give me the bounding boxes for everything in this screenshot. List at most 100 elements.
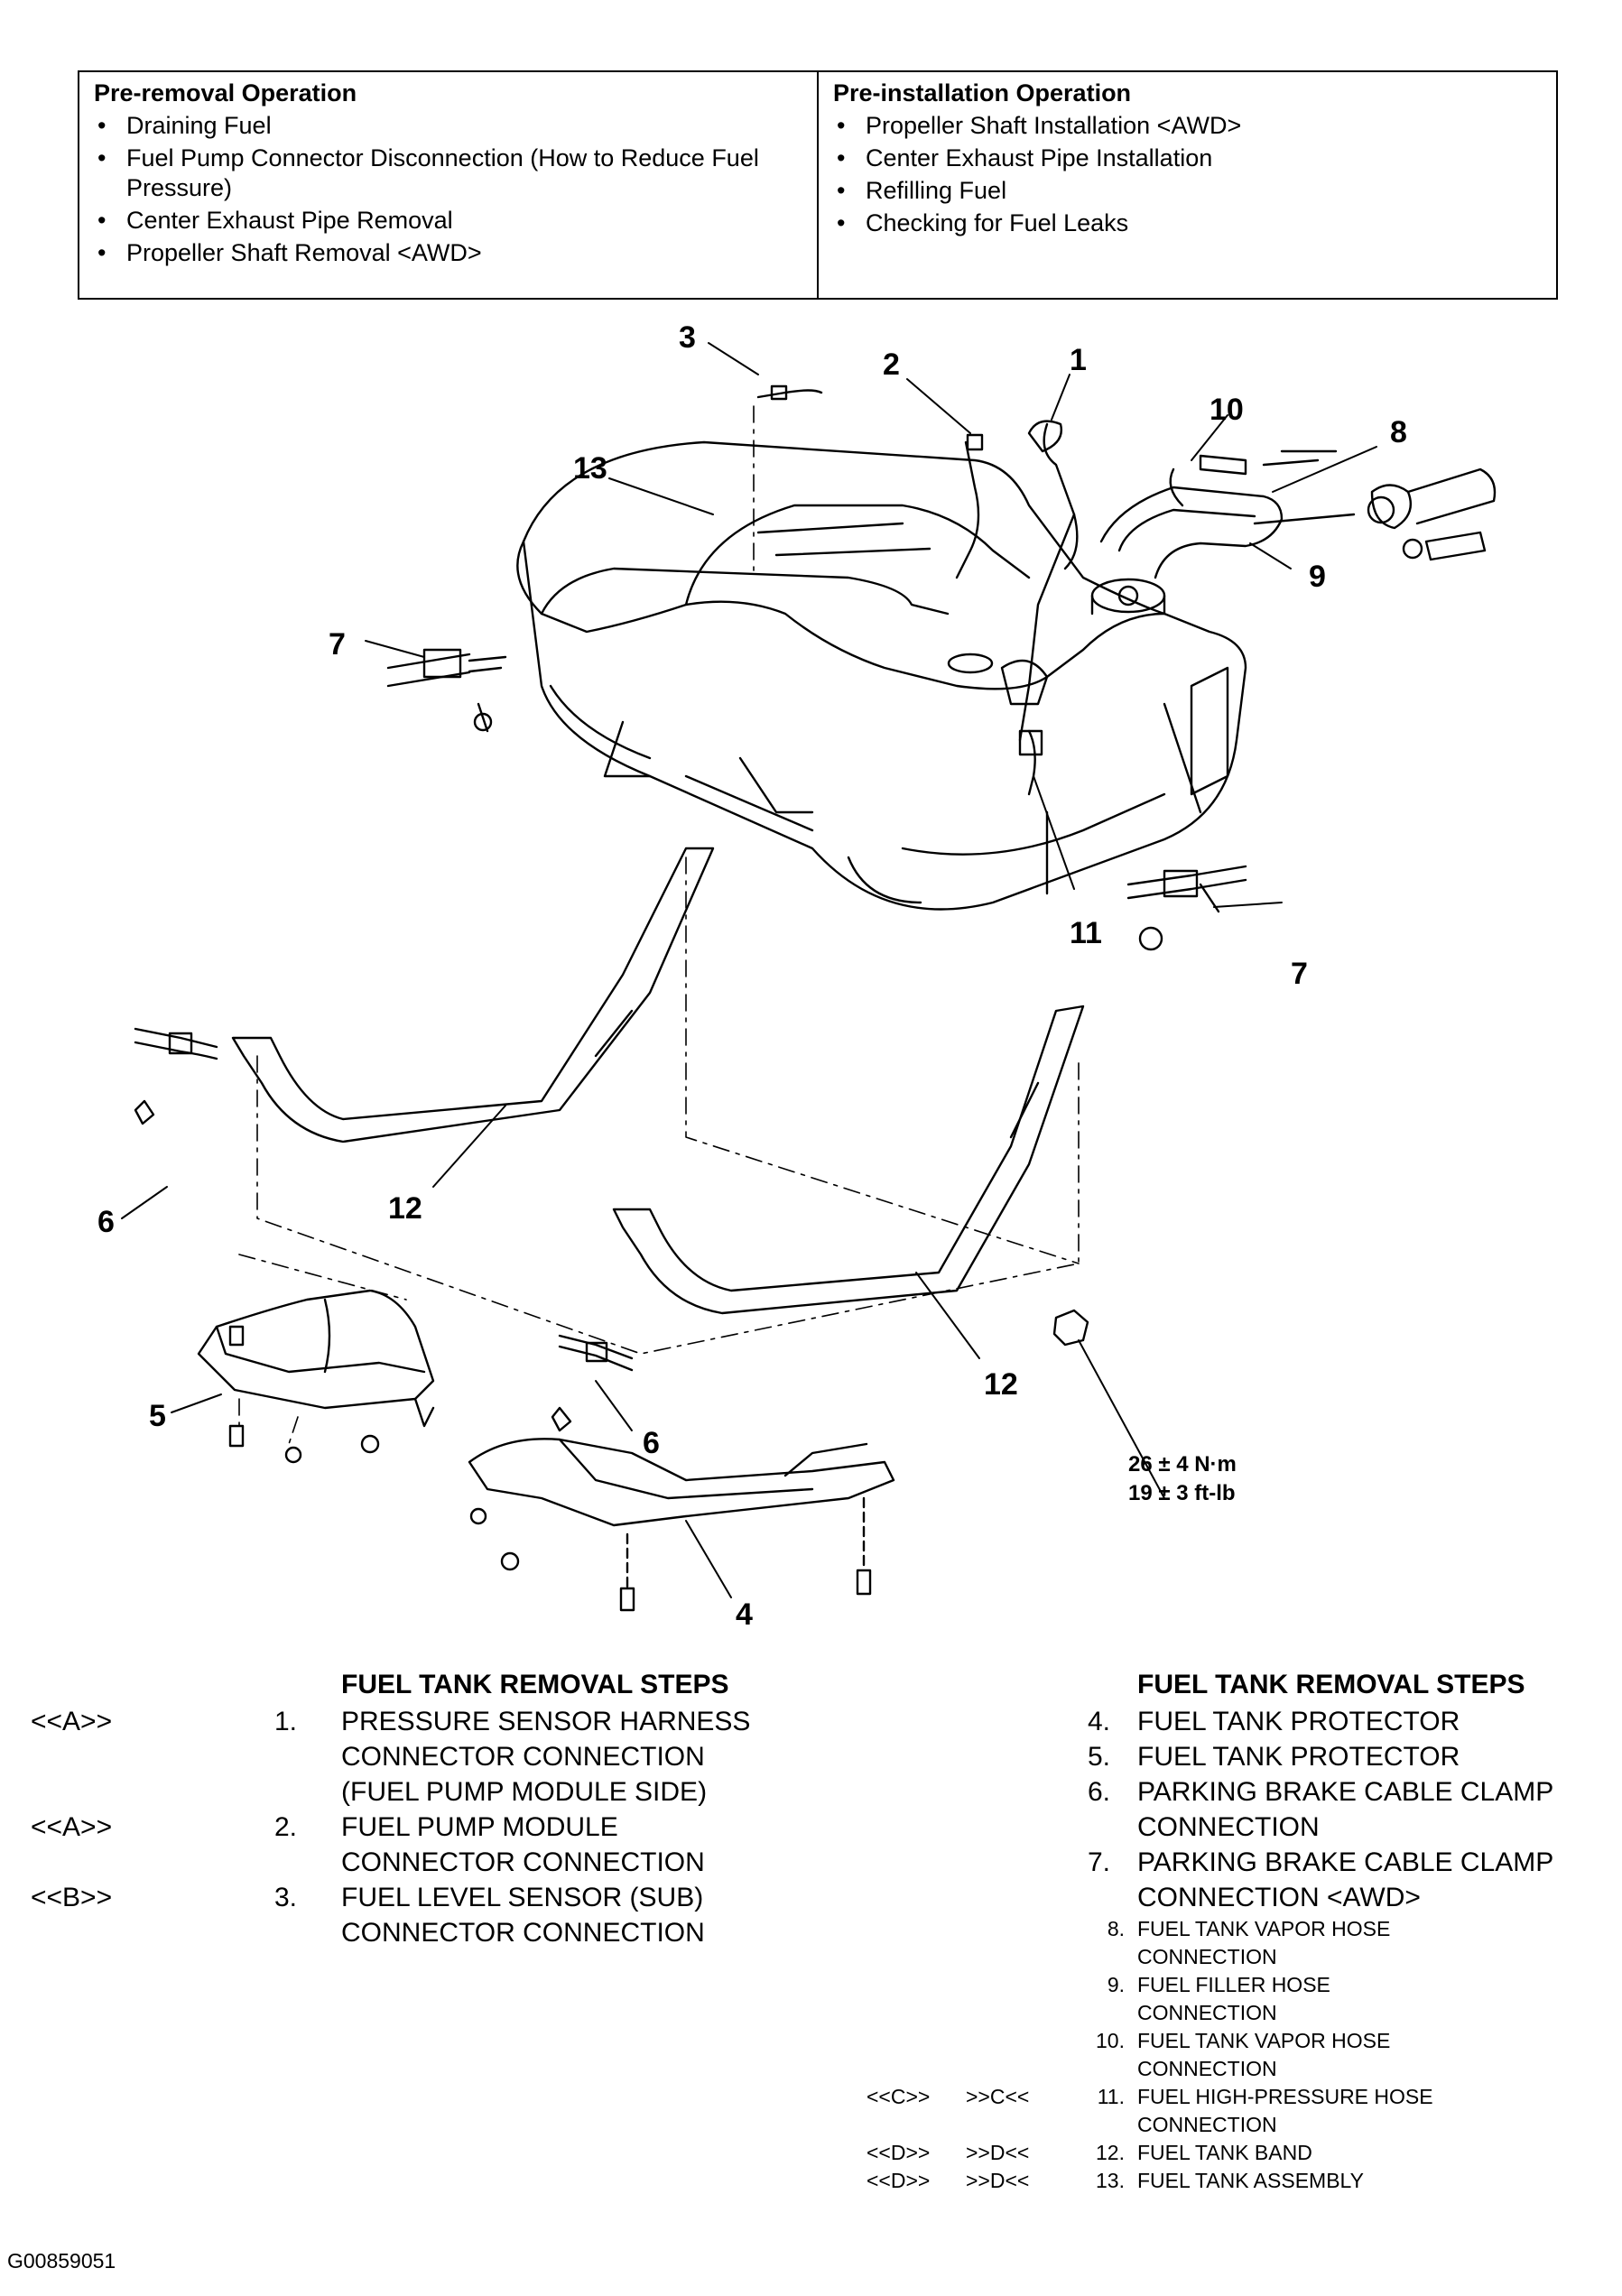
figure-id: G00859051 [7, 2249, 116, 2273]
step-service-tag: <<A>> [31, 1707, 113, 1736]
callout-10: 10 [1210, 393, 1244, 427]
filler-and-vapor-hoses [1099, 449, 1497, 579]
removal-steps-left: FUEL TANK REMOVAL STEPS <<A>> 1. PRESSUR… [31, 1670, 807, 1950]
fuel-tank-exploded-diagram: 1 2 3 4 5 6 6 7 7 8 9 10 11 12 12 13 26 … [97, 320, 1497, 1632]
callout-7a: 7 [329, 627, 346, 662]
step-text: FUEL LEVEL SENSOR (SUB) CONNECTOR CONNEC… [341, 1883, 705, 1948]
step-text: FUEL TANK VAPOR HOSE CONNECTION [1137, 2029, 1391, 2080]
callout-6a: 6 [97, 1205, 115, 1239]
callout-8: 8 [1390, 415, 1407, 449]
step-number: 7. [1087, 1847, 1110, 1877]
step-text: PRESSURE SENSOR HARNESS CONNECTOR CONNEC… [341, 1707, 751, 1807]
connectors-harness [756, 384, 1079, 796]
removal-tag [867, 1915, 966, 1971]
pre-removal-heading: Pre-removal Operation [94, 79, 357, 106]
callout-2: 2 [883, 347, 900, 382]
torque-spec-nm: 26 ± 4 N·m [1128, 1452, 1237, 1477]
step-text: FUEL TANK PROTECTOR [1137, 1707, 1460, 1736]
removal-tag: <<C>> [867, 2085, 931, 2108]
removal-tag: <<D>> [867, 2169, 931, 2192]
callout-3: 3 [679, 320, 696, 355]
step-number: 2. [274, 1812, 298, 1842]
step-row-small: <<D>> >>D<< 12. FUEL TANK BAND [867, 2139, 1607, 2167]
installation-tag: >>C<< [966, 2085, 1030, 2108]
fuel-tank-protector-5 [197, 1289, 435, 1464]
step-number: 3. [274, 1883, 298, 1912]
step-row: <<A>> 2. FUEL PUMP MODULE CONNECTOR CONN… [31, 1810, 807, 1880]
step-text: FUEL TANK VAPOR HOSE CONNECTION [1137, 1917, 1391, 1968]
step-row: 7. PARKING BRAKE CABLE CLAMP CONNECTION … [867, 1845, 1607, 1915]
callout-12b: 12 [984, 1367, 1018, 1402]
parking-brake-clamp-6 [134, 1027, 1089, 1432]
step-row: 5. FUEL TANK PROTECTOR [867, 1739, 1607, 1774]
removal-tag [867, 1971, 966, 2027]
step-number: 5. [1087, 1742, 1110, 1772]
pre-installation-item: Checking for Fuel Leaks [833, 208, 1542, 238]
step-number: 6. [1087, 1777, 1110, 1807]
step-number: 12. [1096, 2141, 1125, 2164]
step-number: 1. [274, 1707, 298, 1736]
removal-tag [867, 2027, 966, 2083]
callout-7b: 7 [1291, 957, 1308, 991]
installation-tag [966, 2027, 1065, 2083]
installation-tag [966, 1915, 1065, 1971]
brake-cable-clamp-right [1126, 865, 1247, 951]
callout-11: 11 [1070, 916, 1102, 950]
step-number: 13. [1096, 2169, 1125, 2192]
callout-6b: 6 [643, 1426, 660, 1460]
pre-removal-item: Draining Fuel [94, 111, 802, 141]
fuel-tank-protector-4 [468, 1438, 895, 1612]
pre-removal-list: Draining Fuel Fuel Pump Connector Discon… [94, 111, 802, 268]
removal-tag: <<D>> [867, 2141, 931, 2164]
steps-right-title: FUEL TANK REMOVAL STEPS [1137, 1670, 1525, 1699]
step-number: 9. [1107, 1973, 1125, 1996]
step-service-tag: <<A>> [31, 1812, 113, 1842]
callout-13: 13 [573, 451, 607, 486]
step-number: 8. [1107, 1917, 1125, 1940]
step-text: FUEL TANK PROTECTOR [1137, 1742, 1460, 1772]
callout-1: 1 [1070, 343, 1087, 377]
step-row-small: 8. FUEL TANK VAPOR HOSE CONNECTION [867, 1915, 1607, 1971]
step-text: FUEL TANK BAND [1137, 2141, 1312, 2164]
pre-installation-heading: Pre-installation Operation [833, 79, 1132, 106]
alignment-lines [238, 405, 1080, 1445]
callout-9: 9 [1309, 560, 1326, 594]
step-row: <<A>> 1. PRESSURE SENSOR HARNESS CONNECT… [31, 1704, 807, 1810]
installation-tag: >>D<< [966, 2169, 1030, 2192]
callout-12a: 12 [388, 1191, 422, 1226]
pre-installation-column: Pre-installation Operation Propeller Sha… [817, 72, 1556, 298]
installation-tag: >>D<< [966, 2141, 1030, 2164]
steps-left-title: FUEL TANK REMOVAL STEPS [341, 1670, 729, 1699]
step-text: PARKING BRAKE CABLE CLAMP CONNECTION <AW… [1137, 1847, 1554, 1912]
step-service-tag: <<B>> [31, 1883, 113, 1912]
step-text: FUEL PUMP MODULE CONNECTOR CONNECTION [341, 1812, 705, 1877]
leader-lines [121, 342, 1377, 1598]
brake-cable-clamp-left [386, 648, 507, 733]
step-text: FUEL FILLER HOSE CONNECTION [1137, 1973, 1330, 2024]
step-number: 10. [1096, 2029, 1125, 2052]
callout-4: 4 [736, 1597, 753, 1632]
step-row-small: <<C>> >>C<< 11. FUEL HIGH-PRESSURE HOSE … [867, 2083, 1607, 2139]
pre-removal-item: Center Exhaust Pipe Removal [94, 206, 802, 236]
step-row-small: <<D>> >>D<< 13. FUEL TANK ASSEMBLY [867, 2167, 1607, 2195]
step-text: PARKING BRAKE CABLE CLAMP CONNECTION [1137, 1777, 1554, 1842]
step-text: FUEL HIGH-PRESSURE HOSE CONNECTION [1137, 2085, 1433, 2136]
step-text: FUEL TANK ASSEMBLY [1137, 2169, 1364, 2192]
removal-steps-right: FUEL TANK REMOVAL STEPS 4. FUEL TANK PRO… [867, 1670, 1607, 2195]
pre-removal-column: Pre-removal Operation Draining Fuel Fuel… [79, 72, 817, 298]
small-steps-group: 8. FUEL TANK VAPOR HOSE CONNECTION 9. FU… [867, 1915, 1607, 2195]
pre-removal-item: Fuel Pump Connector Disconnection (How t… [94, 144, 802, 203]
operations-table: Pre-removal Operation Draining Fuel Fuel… [78, 70, 1558, 300]
pre-installation-item: Refilling Fuel [833, 176, 1542, 206]
pre-installation-item: Propeller Shaft Installation <AWD> [833, 111, 1542, 141]
step-row-small: 9. FUEL FILLER HOSE CONNECTION [867, 1971, 1607, 2027]
step-row-small: 10. FUEL TANK VAPOR HOSE CONNECTION [867, 2027, 1607, 2083]
pre-removal-item: Propeller Shaft Removal <AWD> [94, 238, 802, 268]
callout-5: 5 [149, 1399, 166, 1433]
step-number: 11. [1097, 2085, 1125, 2108]
step-row: <<B>> 3. FUEL LEVEL SENSOR (SUB) CONNECT… [31, 1880, 807, 1950]
step-number: 4. [1087, 1707, 1110, 1736]
step-row: 6. PARKING BRAKE CABLE CLAMP CONNECTION [867, 1774, 1607, 1845]
pre-installation-item: Center Exhaust Pipe Installation [833, 144, 1542, 173]
fuel-tank-assembly [516, 440, 1247, 911]
